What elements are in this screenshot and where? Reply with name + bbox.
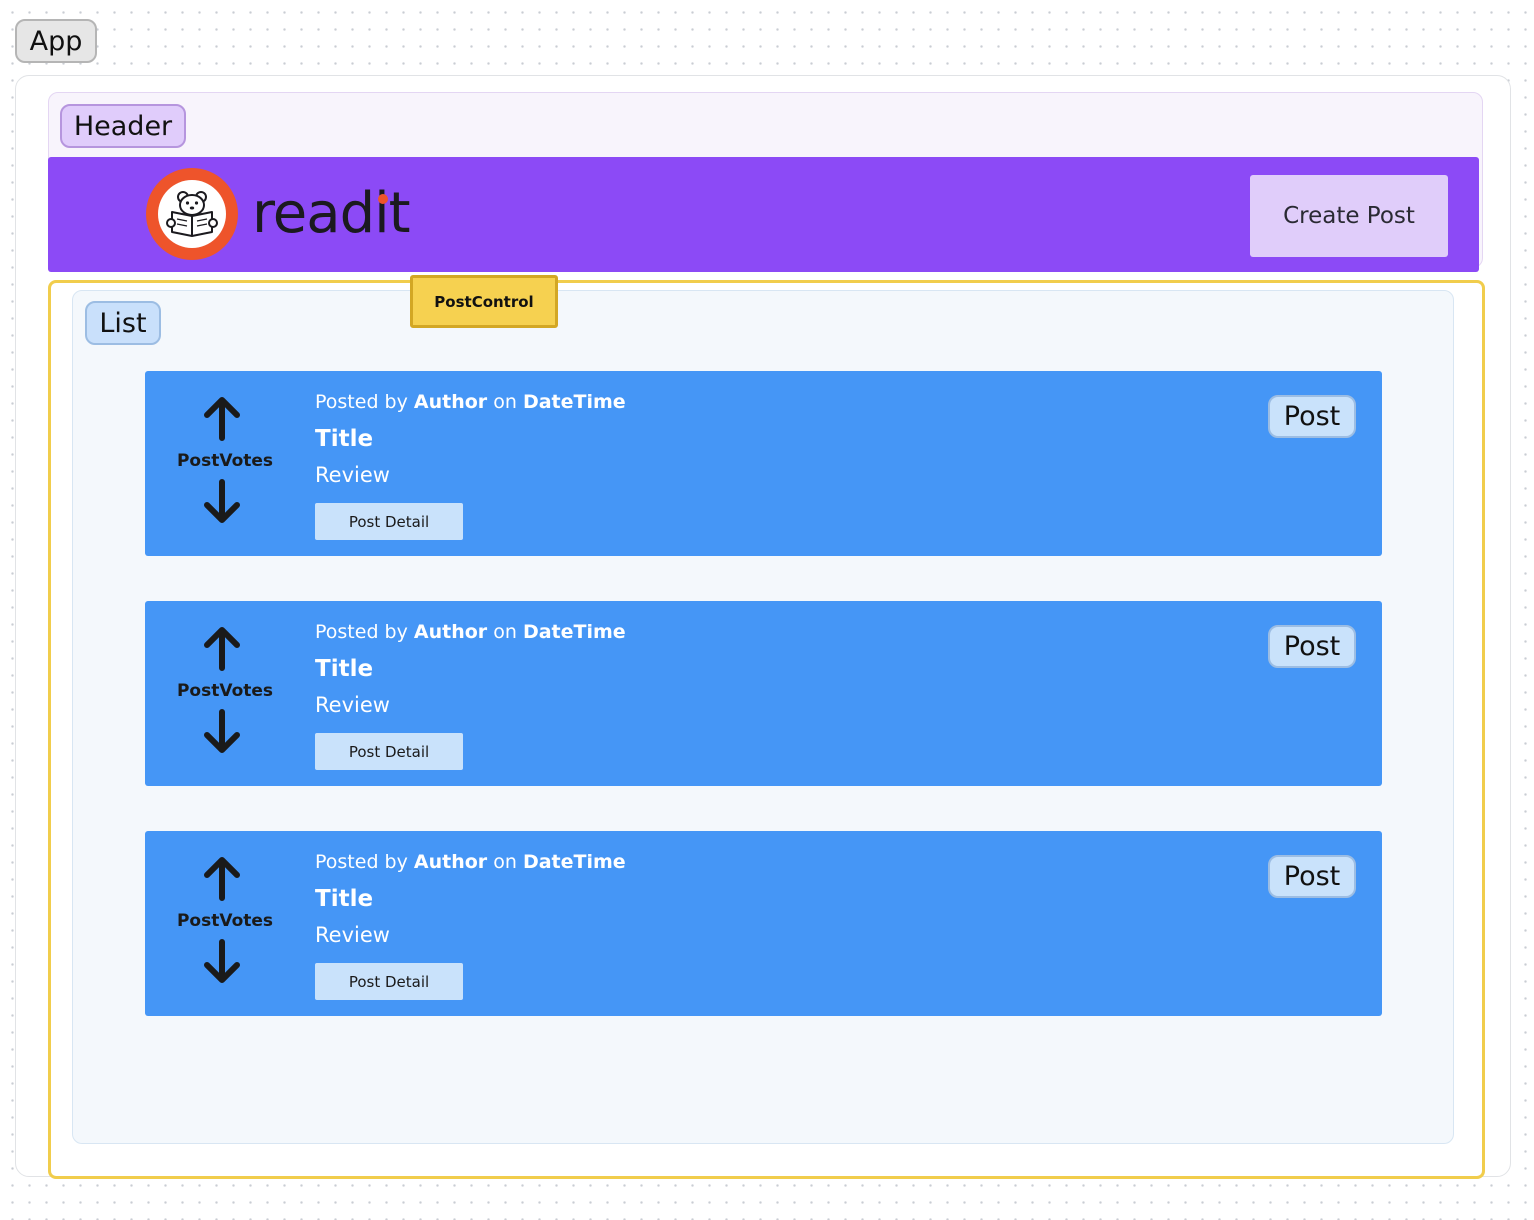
post-review: Review: [315, 693, 390, 717]
post-review: Review: [315, 923, 390, 947]
post-author: Author: [413, 851, 488, 873]
post-title: Title: [315, 426, 374, 452]
create-post-button[interactable]: Create Post: [1250, 175, 1448, 257]
bear-reading-icon[interactable]: [146, 168, 238, 260]
post-datetime: DateTime: [522, 851, 626, 873]
post-votes-label: PostVotes: [176, 681, 274, 701]
post-card: PostVotes Posted by Author on DateTime T…: [145, 831, 1382, 1016]
post-author: Author: [413, 621, 488, 643]
post-label: Post: [1268, 855, 1356, 898]
post-control-container: [48, 280, 1485, 1179]
downvote-arrow-icon[interactable]: [201, 709, 243, 755]
on-text: on: [493, 621, 517, 643]
list-label: List: [85, 301, 161, 345]
posted-by-text: Posted by: [315, 851, 408, 873]
post-datetime: DateTime: [522, 621, 626, 643]
post-detail-button[interactable]: Post Detail: [315, 963, 463, 1000]
downvote-arrow-icon[interactable]: [201, 939, 243, 985]
header-bar: [48, 157, 1479, 272]
post-meta: Posted by Author on DateTime: [315, 621, 626, 643]
post-title: Title: [315, 886, 374, 912]
post-card: PostVotes Posted by Author on DateTime T…: [145, 601, 1382, 786]
post-card: PostVotes Posted by Author on DateTime T…: [145, 371, 1382, 556]
app-label: App: [15, 19, 97, 63]
post-review: Review: [315, 463, 390, 487]
downvote-arrow-icon[interactable]: [201, 479, 243, 525]
post-meta: Posted by Author on DateTime: [315, 851, 626, 873]
post-label: Post: [1268, 395, 1356, 438]
posted-by-text: Posted by: [315, 621, 408, 643]
brand-dot-accent: [378, 194, 388, 204]
upvote-arrow-icon[interactable]: [201, 855, 243, 901]
header-label: Header: [60, 104, 186, 148]
upvote-arrow-icon[interactable]: [201, 395, 243, 441]
post-meta: Posted by Author on DateTime: [315, 391, 626, 413]
brand-name[interactable]: readit: [252, 181, 411, 246]
on-text: on: [493, 391, 517, 413]
post-control-label: PostControl: [410, 275, 558, 328]
post-title: Title: [315, 656, 374, 682]
post-author: Author: [413, 391, 488, 413]
upvote-arrow-icon[interactable]: [201, 625, 243, 671]
post-votes-label: PostVotes: [176, 451, 274, 471]
post-detail-button[interactable]: Post Detail: [315, 733, 463, 770]
post-label: Post: [1268, 625, 1356, 668]
post-votes-label: PostVotes: [176, 911, 274, 931]
post-detail-button[interactable]: Post Detail: [315, 503, 463, 540]
posted-by-text: Posted by: [315, 391, 408, 413]
post-datetime: DateTime: [522, 391, 626, 413]
on-text: on: [493, 851, 517, 873]
